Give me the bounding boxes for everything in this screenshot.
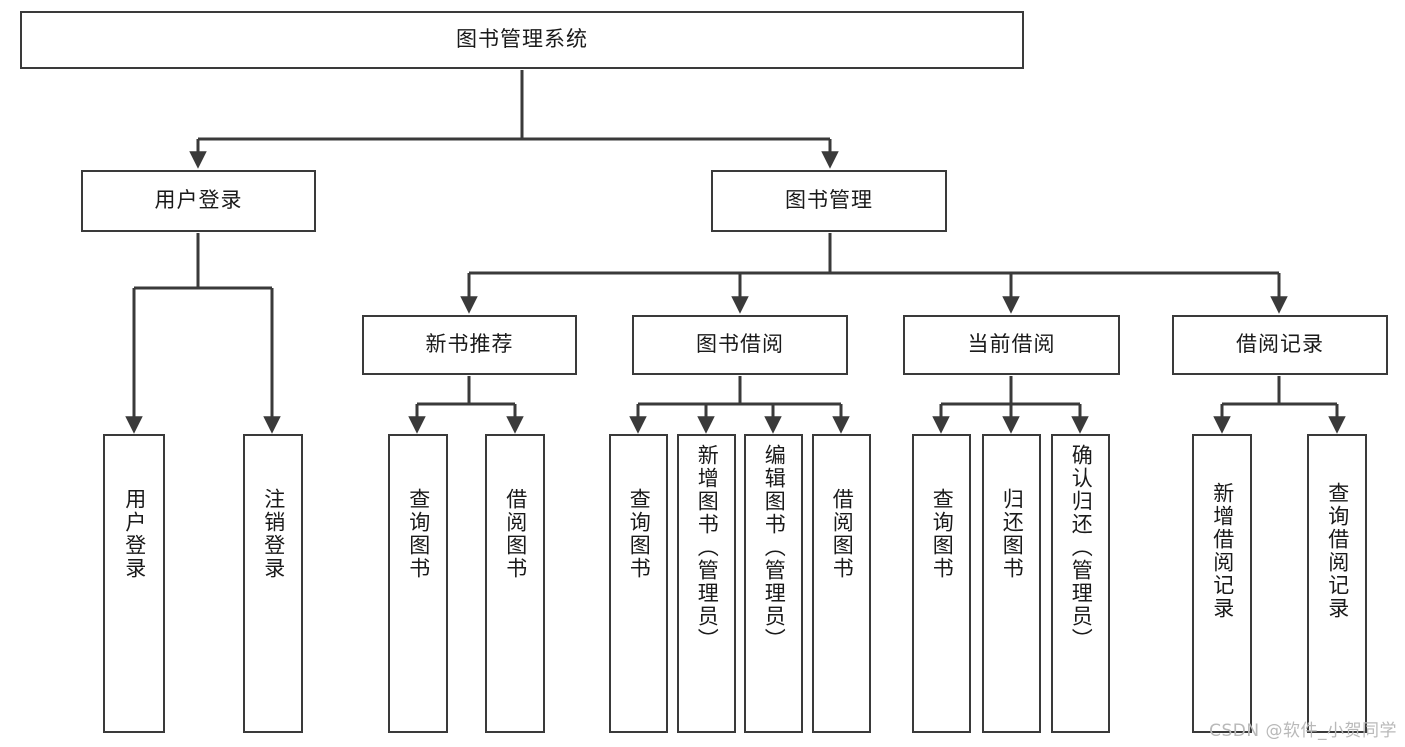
watermark-text: CSDN @软件_小贺同学 xyxy=(1209,721,1397,741)
node-leaf-add-borrow-record[interactable]: 新增借阅记录 xyxy=(1192,434,1252,733)
leaf-label: 编辑图书（管理员） xyxy=(762,444,787,651)
node-leaf-query-book-recommend[interactable]: 查询图书 xyxy=(388,434,448,733)
node-leaf-borrow-book-recommend[interactable]: 借阅图书 xyxy=(485,434,545,733)
leaf-label: 新增图书（管理员） xyxy=(695,444,720,651)
node-leaf-return-book[interactable]: 归还图书 xyxy=(982,434,1041,733)
node-leaf-query-book-current[interactable]: 查询图书 xyxy=(912,434,971,733)
node-book-borrow[interactable]: 图书借阅 xyxy=(632,315,848,375)
leaf-label: 查询图书 xyxy=(406,488,431,580)
node-leaf-query-borrow-record[interactable]: 查询借阅记录 xyxy=(1307,434,1367,733)
node-leaf-borrow-book[interactable]: 借阅图书 xyxy=(812,434,871,733)
leaf-label: 借阅图书 xyxy=(830,488,855,580)
node-root[interactable]: 图书管理系统 xyxy=(20,11,1024,69)
node-borrow-records[interactable]: 借阅记录 xyxy=(1172,315,1388,375)
node-book-management[interactable]: 图书管理 xyxy=(711,170,947,232)
leaf-label: 归还图书 xyxy=(1000,488,1025,580)
leaf-label: 查询借阅记录 xyxy=(1325,482,1350,620)
node-leaf-query-book-borrow[interactable]: 查询图书 xyxy=(609,434,668,733)
node-new-book-recommend[interactable]: 新书推荐 xyxy=(362,315,577,375)
leaf-label: 查询图书 xyxy=(627,488,652,580)
leaf-label: 注销登录 xyxy=(261,488,286,580)
leaf-label: 借阅图书 xyxy=(503,488,528,580)
node-leaf-edit-book-admin[interactable]: 编辑图书（管理员） xyxy=(744,434,803,733)
leaf-label: 新增借阅记录 xyxy=(1210,482,1235,620)
node-leaf-logout[interactable]: 注销登录 xyxy=(243,434,303,733)
leaf-label: 查询图书 xyxy=(930,488,955,580)
node-current-borrow[interactable]: 当前借阅 xyxy=(903,315,1120,375)
node-leaf-user-login[interactable]: 用户登录 xyxy=(103,434,165,733)
node-leaf-add-book-admin[interactable]: 新增图书（管理员） xyxy=(677,434,736,733)
leaf-label: 确认归还（管理员） xyxy=(1069,444,1094,651)
node-user-login[interactable]: 用户登录 xyxy=(81,170,316,232)
leaf-label: 用户登录 xyxy=(122,488,147,580)
node-leaf-confirm-return-admin[interactable]: 确认归还（管理员） xyxy=(1051,434,1110,733)
